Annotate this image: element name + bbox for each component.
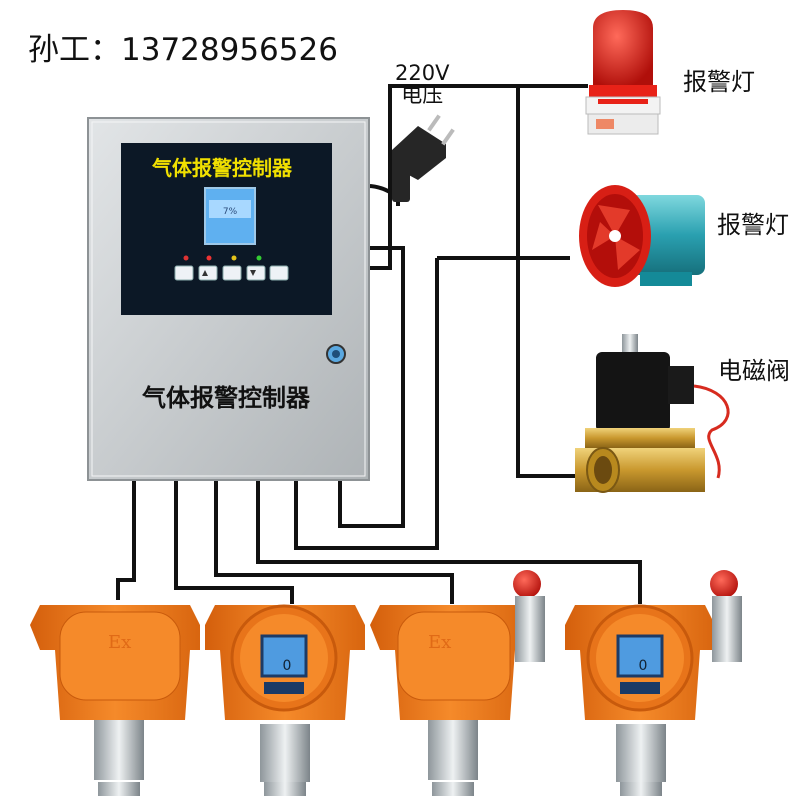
gas-alarm-controller: 7% — [87, 117, 370, 481]
svg-text:0: 0 — [639, 658, 648, 674]
alarm-light-label: 报警灯 — [683, 68, 755, 96]
axial-fan-siren-icon — [579, 185, 705, 287]
detector-1: Ex — [30, 605, 200, 796]
detector-4-lcd — [616, 634, 664, 678]
power-plug-icon — [392, 114, 455, 202]
wire-to-detector-3 — [214, 480, 454, 604]
wire-to-detector-1 — [116, 480, 136, 600]
controller-screen-title: 气体报警控制器 — [152, 156, 292, 180]
alarm-fan-label: 报警灯 — [717, 211, 789, 239]
svg-text:0: 0 — [283, 658, 292, 674]
contact-text: 孙工：13728956526 — [28, 32, 338, 68]
power-voltage-label: 电压 — [401, 83, 444, 107]
svg-text:7%: 7% — [223, 207, 238, 217]
wire-to-valve — [294, 256, 570, 550]
solenoid-valve-icon — [575, 334, 730, 493]
detector-2: 0 — [205, 604, 365, 796]
key-lock-icon — [326, 344, 346, 364]
svg-text:Ex: Ex — [428, 632, 451, 653]
power-voltage: 220V — [395, 61, 450, 85]
rotating-beacon-icon — [585, 10, 661, 135]
controller-panel-label: 气体报警控制器 — [142, 383, 310, 412]
wire-to-detector-2 — [174, 480, 294, 604]
detector-4-strobe-icon — [710, 570, 742, 662]
detector-3: Ex — [370, 570, 545, 796]
detector-4: 0 — [565, 570, 742, 796]
status-leds — [183, 255, 262, 261]
power-label: 220V 电压 — [395, 62, 449, 106]
detector-2-lcd — [260, 634, 308, 678]
detector-3-strobe-icon — [513, 570, 545, 662]
solenoid-valve-label: 电磁阀 — [718, 357, 790, 385]
keypad — [174, 265, 289, 281]
svg-text:Ex: Ex — [108, 632, 131, 653]
wire-to-alarm-fan — [369, 84, 588, 478]
wire-to-detector-4 — [256, 480, 642, 604]
